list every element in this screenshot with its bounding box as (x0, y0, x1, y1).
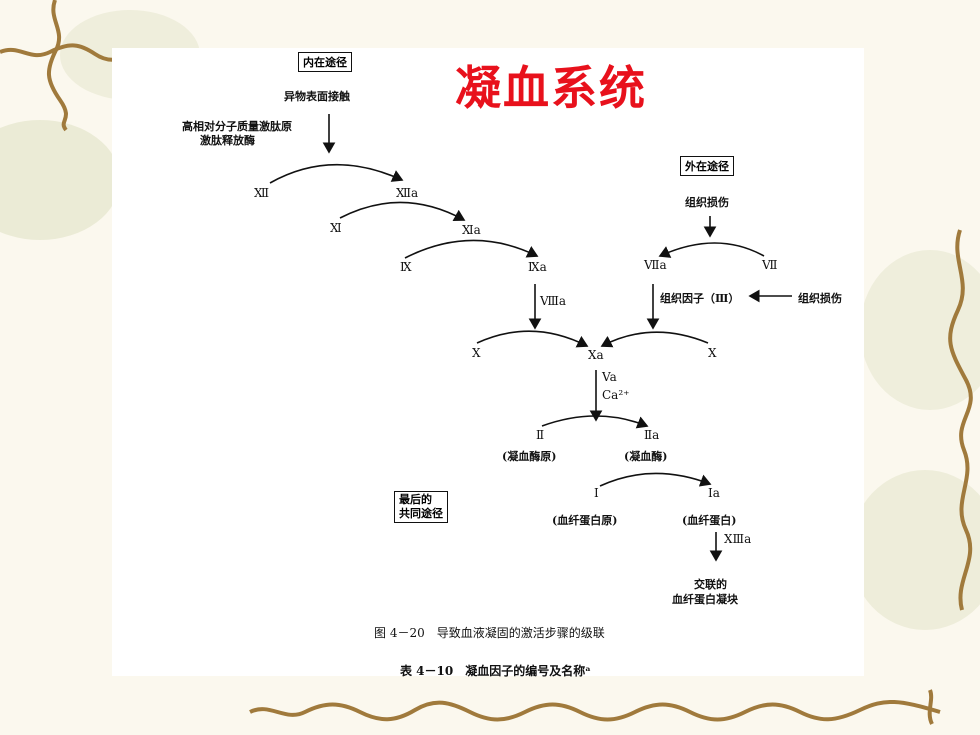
factor-xiia: Ⅻa (396, 186, 419, 200)
factor-i: Ⅰ (594, 486, 599, 500)
factor-x-left: Ⅹ (472, 346, 481, 360)
factor-va: Va (602, 370, 617, 384)
common-pathway-line-1: 最后的 (399, 493, 432, 506)
factor-viia: Ⅶa (644, 258, 667, 272)
factor-ia: Ⅰa (708, 486, 720, 500)
tissue-injury-top-label: 组织损伤 (685, 196, 729, 209)
calcium-label: Ca²⁺ (602, 388, 630, 402)
factor-iia: Ⅱa (644, 428, 660, 442)
factor-ii: Ⅱ (536, 428, 545, 442)
fibrinogen-label: (血纤蛋白原) (552, 514, 618, 527)
factor-xiiia: ⅩⅢa (724, 532, 752, 546)
common-pathway-line-2: 共同途径 (399, 507, 443, 520)
tissue-injury-right-label: 组织损伤 (798, 292, 842, 305)
background-leaf (850, 470, 980, 630)
slide-title: 凝血系统 (455, 61, 647, 115)
intrinsic-pathway-box: 内在途径 (298, 52, 352, 72)
coagulation-cascade-figure: 内在途径 异物表面接触 高相对分子质量激肽原 激肽释放酶 Ⅻ Ⅻa Ⅺ Ⅺa Ⅸ… (112, 48, 864, 678)
table-caption: 表 4－10 凝血因子的编号及名称ᵃ (400, 664, 591, 678)
factor-xia: Ⅺa (462, 223, 481, 237)
thrombin-label: (凝血酶) (624, 450, 668, 463)
factor-viiia: Ⅷa (540, 294, 567, 308)
extrinsic-pathway-box: 外在途径 (680, 156, 734, 176)
kallikrein-label: 激肽释放酶 (200, 134, 255, 147)
factor-ixa: Ⅸa (528, 260, 547, 274)
prothrombin-label: (凝血酶原) (502, 450, 557, 463)
tissue-factor-label: 组织因子（Ⅲ） (660, 292, 740, 305)
factor-xii: Ⅻ (254, 186, 270, 200)
crosslinked-label: 交联的 (694, 578, 727, 591)
factor-vii: Ⅶ (762, 258, 778, 272)
fibrin-label: (血纤蛋白) (682, 514, 737, 527)
surface-contact-label: 异物表面接触 (284, 90, 350, 103)
factor-xa: Ⅹa (588, 348, 604, 362)
fibrin-clot-label: 血纤蛋白凝块 (672, 593, 738, 606)
common-pathway-box: 最后的 共同途径 (394, 491, 448, 523)
figure-caption: 图 4－20 导致血液凝固的激活步骤的级联 (374, 626, 605, 640)
hmwk-label: 高相对分子质量激肽原 (182, 120, 292, 133)
factor-x-right: Ⅹ (708, 346, 717, 360)
factor-ix: Ⅸ (400, 260, 412, 274)
cascade-arrows (269, 114, 792, 562)
factor-xi: Ⅺ (330, 221, 342, 235)
